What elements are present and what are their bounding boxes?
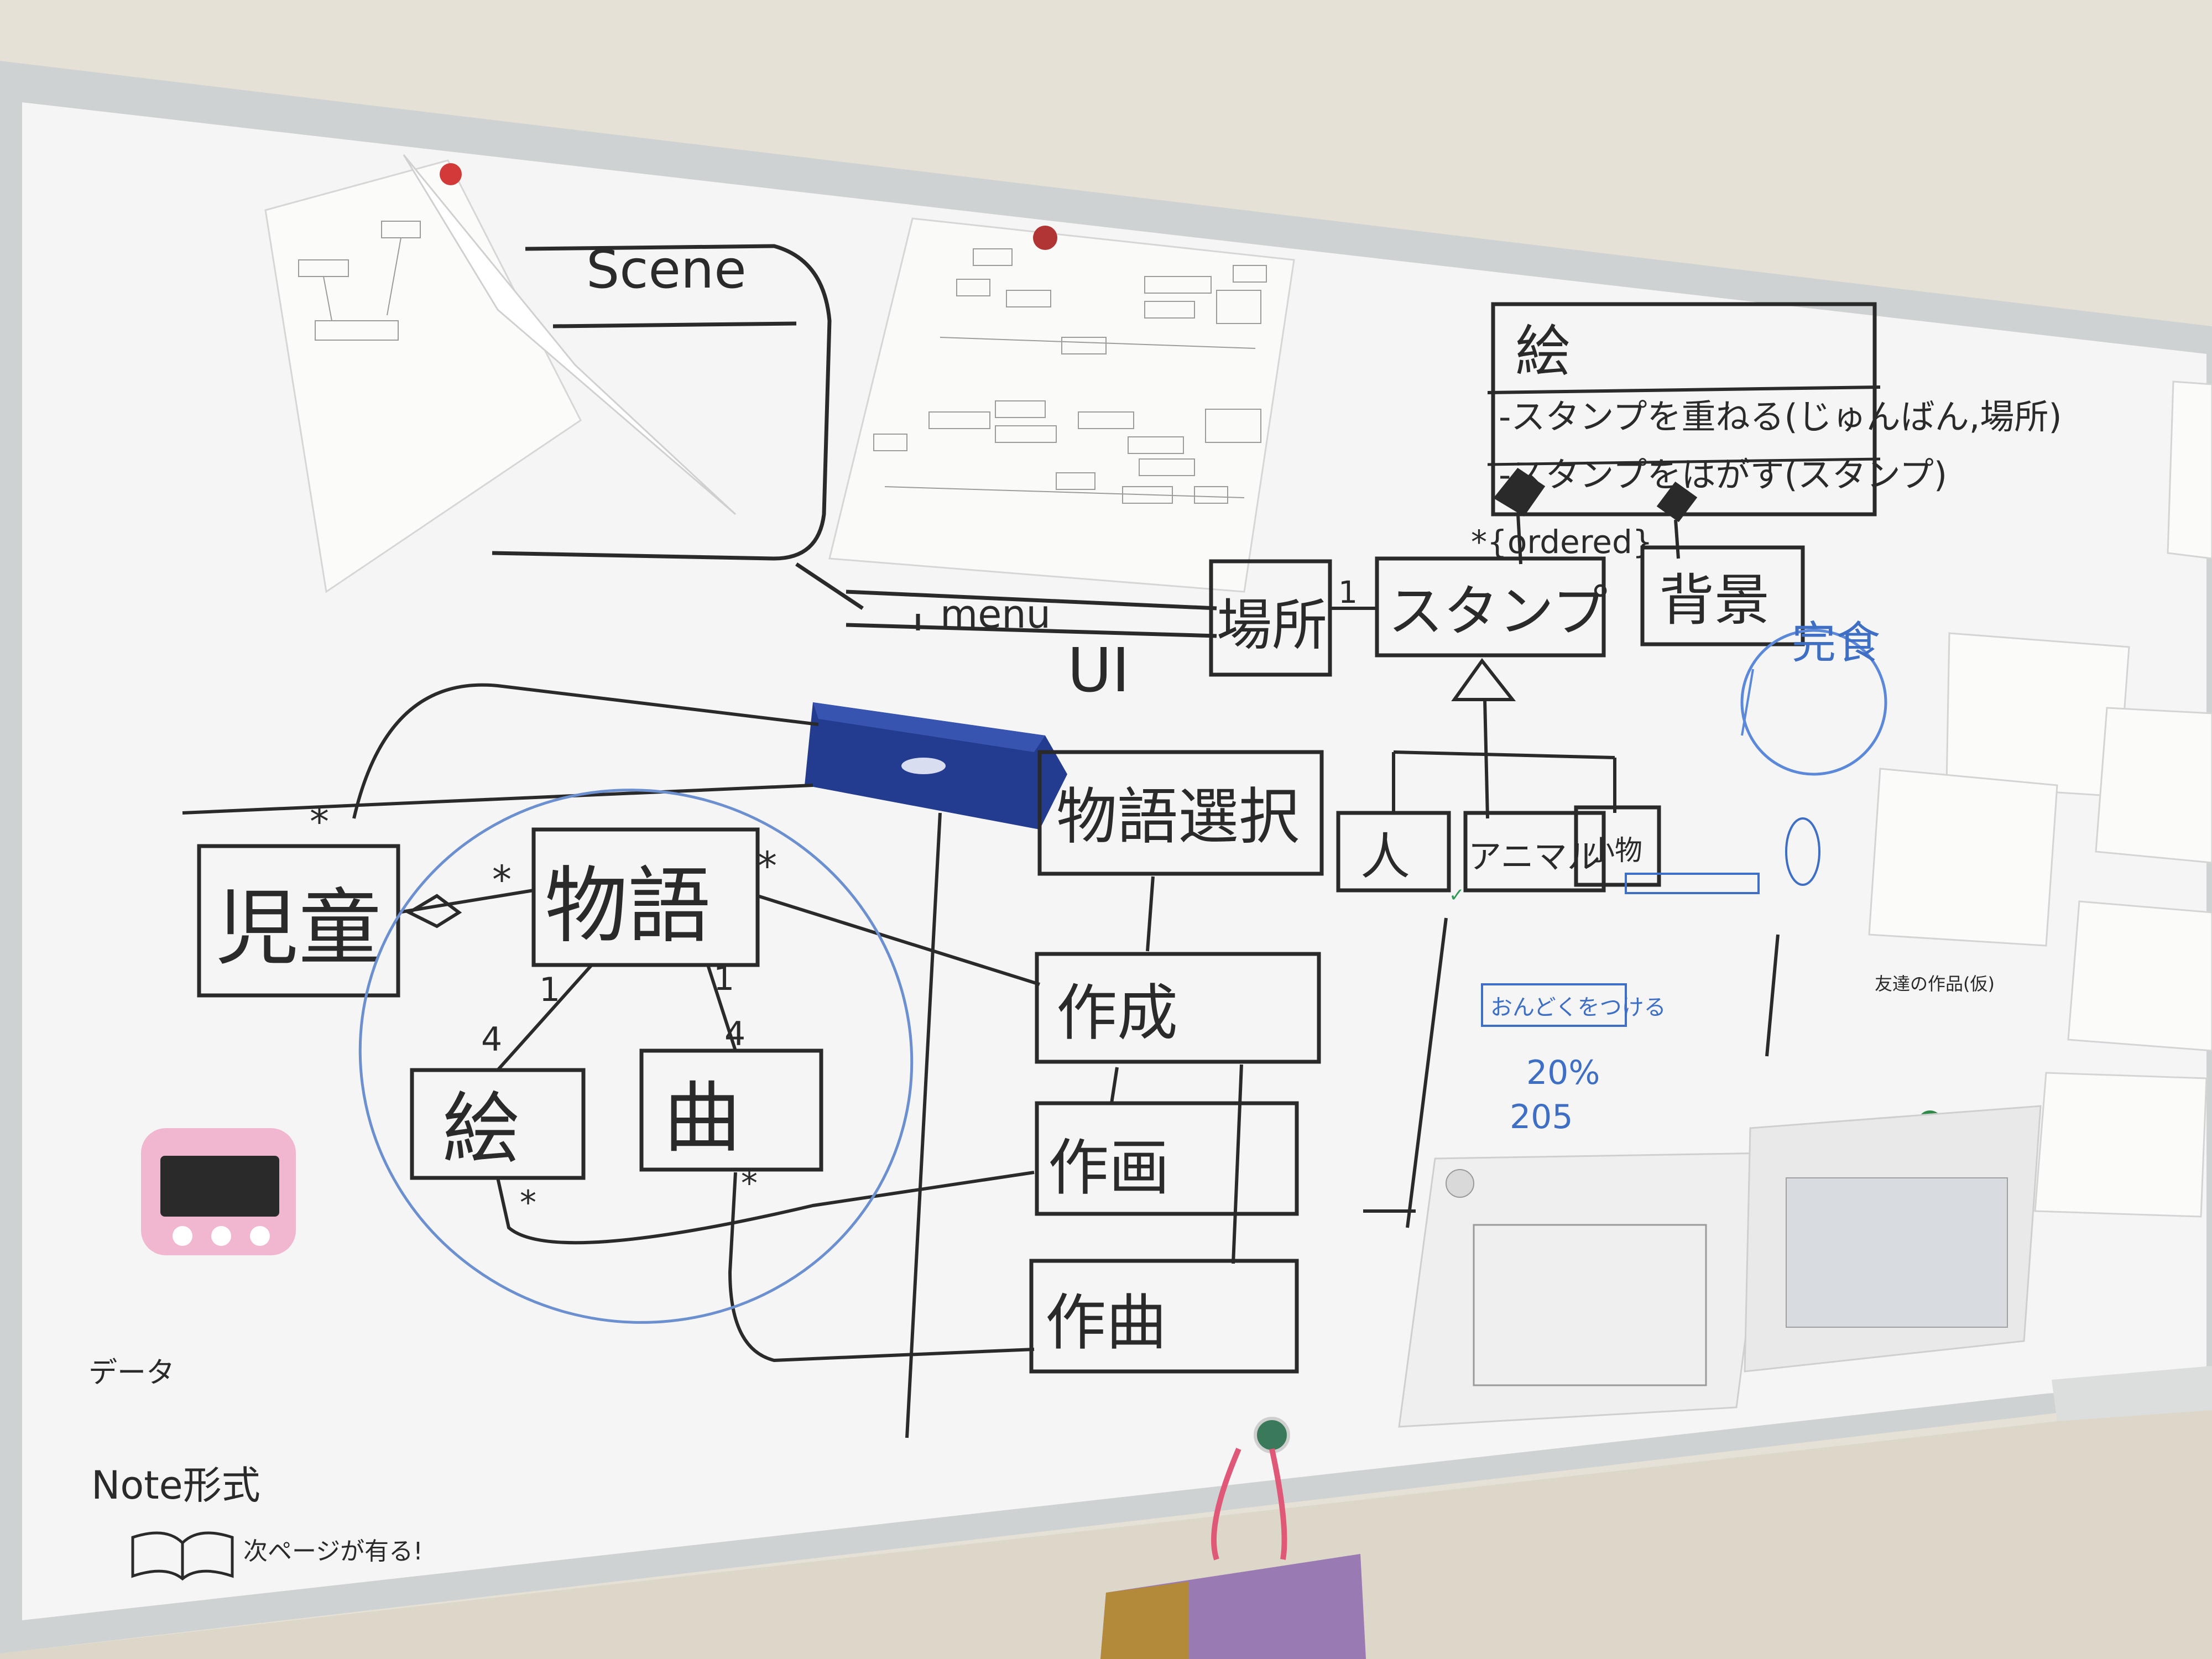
generalization <box>1392 658 1616 819</box>
next-page-label: 次ページが有る! <box>243 1537 423 1566</box>
kitchen-timer-icon <box>141 1128 296 1255</box>
center-arrows <box>1110 876 1243 1264</box>
class-komono: 小物 <box>1574 805 1661 887</box>
ui-label: UI <box>1067 635 1130 706</box>
box-monogatari-sentaku: 物語選択 <box>1037 750 1324 876</box>
whiteboard-eraser-icon[interactable] <box>805 702 1067 830</box>
class-e-method-1: -スタンプを重ねる(じゅんばん,場所) <box>1499 397 2062 437</box>
class-komono-label: 小物 <box>1587 834 1642 867</box>
class-animal-label: アニマル <box>1468 838 1600 877</box>
scene-label: Scene <box>586 239 747 300</box>
menu-label: menu <box>940 592 1051 637</box>
ordered-label: *{ordered} <box>1471 523 1653 561</box>
mult-e: * <box>520 1183 536 1222</box>
pct-label: 20% <box>1526 1053 1600 1092</box>
box-sakkyoku-label: 作曲 <box>1045 1287 1167 1358</box>
open-book-icon <box>131 1531 234 1581</box>
mult-four-a: 4 <box>481 1020 502 1059</box>
class-e-method-2: -スタンプをはがす(スタンプ) <box>1499 455 1947 495</box>
num-label: 205 <box>1510 1098 1573 1136</box>
mult-one-a: 1 <box>539 971 560 1009</box>
papers-right <box>1868 380 2212 1218</box>
box-sakusei: 作成 <box>1035 952 1321 1064</box>
class-e-right: 絵 -スタンプを重ねる(じゅんばん,場所) -スタンプをはがす(スタンプ) <box>1487 302 2062 517</box>
blue-notes: 完食 おんどくをつける 20% 205 <box>1481 617 1887 1136</box>
class-e-right-title: 絵 <box>1515 319 1571 384</box>
mult-four-b: 4 <box>724 1015 745 1053</box>
class-kyoku-label: 曲 <box>664 1073 741 1164</box>
class-haikei: 背景 <box>1640 545 1805 646</box>
class-hito: 人 <box>1336 811 1451 893</box>
class-diagram-lines <box>182 683 1040 1438</box>
mult-basho-stamp: 1 <box>1338 575 1358 610</box>
wall-lower <box>0 1410 2212 1659</box>
class-haikei-label: 背景 <box>1659 568 1770 633</box>
scene-frame <box>492 244 832 561</box>
class-hito-label: 人 <box>1360 828 1410 886</box>
mult-one-b: 1 <box>713 959 734 998</box>
right-lines <box>1363 917 1780 1228</box>
mult-kyoku: * <box>741 1164 758 1203</box>
box-sakuga: 作画 <box>1035 1101 1299 1216</box>
paper-diagram-mid <box>828 217 1295 593</box>
mockup-paper-2 <box>1744 1105 2042 1373</box>
class-basho-label: 場所 <box>1217 593 1327 658</box>
box-sakkyoku: 作曲 <box>1029 1259 1299 1374</box>
mockup-paper-1 <box>1398 1152 1771 1428</box>
class-jidou-label: 児童 <box>216 880 382 977</box>
class-stamp-label: スタンプ <box>1388 579 1608 644</box>
class-e-label: 絵 <box>442 1084 520 1175</box>
class-jidou: 児童 <box>197 844 400 998</box>
hanging-cloth <box>1100 1448 1366 1659</box>
class-monogatari-label: 物語 <box>545 858 711 954</box>
class-basho: 場所 <box>1209 559 1332 677</box>
mult-jidou: * <box>310 799 329 844</box>
box-sakuga-label: 作画 <box>1048 1133 1170 1203</box>
kanshoku-label: 完食 <box>1792 617 1880 669</box>
menu-ui-frame <box>795 562 1217 638</box>
tomodachi-label: 友達の作品(仮) <box>1875 973 1995 994</box>
ondoku-button-label: おんどくをつける <box>1490 995 1666 1020</box>
blue-ellipse <box>358 789 914 1324</box>
data-label: データ <box>88 1357 175 1390</box>
mult-monogatari-left: * <box>492 857 512 902</box>
box-sakusei-label: 作成 <box>1056 978 1178 1048</box>
paper-diagram-left <box>264 154 737 593</box>
board-tray <box>2052 1366 2212 1421</box>
class-monogatari: 物語 <box>531 827 760 967</box>
green-label: ✓ <box>1449 884 1465 906</box>
stamp-relations <box>1493 467 1698 565</box>
multiplicity-labels: * * * 1 4 1 4 * * <box>310 799 777 1222</box>
box-monogatari-sentaku-label: 物語選択 <box>1056 781 1300 852</box>
note-format-label: Note形式 <box>91 1463 260 1508</box>
class-animal: アニマル <box>1463 811 1606 893</box>
class-kyoku: 曲 <box>639 1048 823 1172</box>
class-stamp: スタンプ <box>1375 556 1608 658</box>
mult-monogatari-right: * <box>758 843 777 889</box>
